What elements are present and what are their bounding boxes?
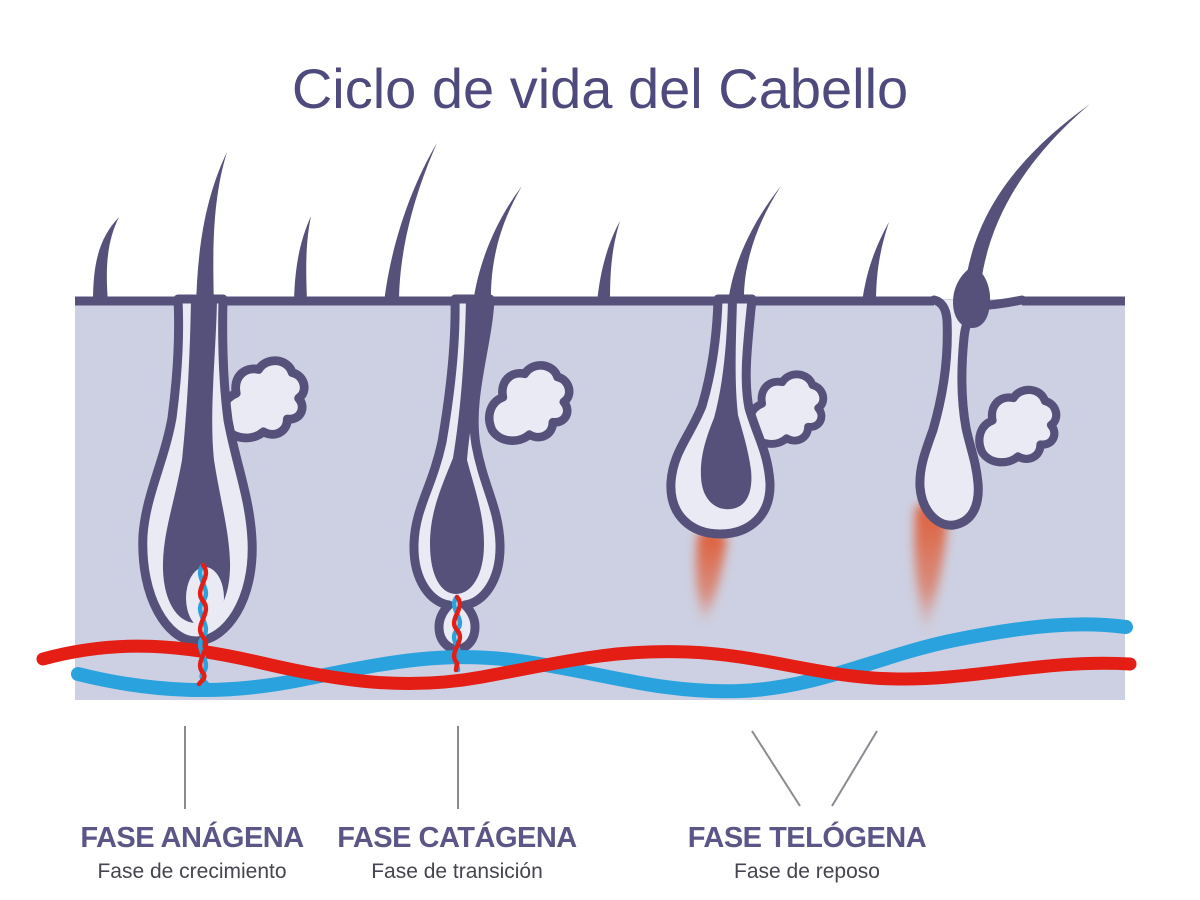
hair-strand bbox=[384, 143, 437, 303]
capillary-artery bbox=[451, 594, 463, 673]
phase-name: FASE CATÁGENA bbox=[337, 822, 577, 854]
phase-label-telogen: FASE TELÓGENA Fase de reposo bbox=[657, 822, 957, 884]
vein-path bbox=[71, 617, 1133, 699]
phase-description: Fase de crecimiento bbox=[97, 860, 287, 883]
phase-description: Fase de transición bbox=[371, 860, 543, 883]
hair-strand bbox=[196, 152, 227, 312]
regressing-papilla-glow bbox=[914, 502, 948, 634]
capillary-twists bbox=[196, 562, 463, 687]
hair-shaft-root bbox=[162, 299, 231, 623]
hair-strand bbox=[597, 221, 620, 303]
pointer-lines bbox=[184, 726, 878, 809]
stray-hairs bbox=[93, 143, 889, 303]
hair-shaft-root bbox=[430, 299, 487, 594]
hair-strand bbox=[728, 186, 781, 303]
empty-follicle-fill bbox=[919, 300, 1022, 526]
follicle-catagen bbox=[409, 186, 569, 654]
capillary-artery bbox=[196, 562, 209, 687]
club-hair-root bbox=[700, 299, 752, 510]
page-title: Ciclo de vida del Cabello bbox=[291, 56, 909, 120]
follicle-telogen bbox=[666, 186, 823, 626]
blood-vessels bbox=[36, 617, 1137, 699]
follicle-shedding bbox=[914, 104, 1090, 634]
phase-label-anagen: FASE ANÁGENA Fase de crecimiento bbox=[42, 822, 342, 884]
phase-label-catagen: FASE CATÁGENA Fase de transición bbox=[307, 822, 607, 884]
phase-name: FASE ANÁGENA bbox=[80, 822, 304, 854]
pointer-line-telogen-right bbox=[831, 730, 878, 807]
regressing-papilla-glow bbox=[696, 529, 727, 626]
hair-strand bbox=[473, 186, 522, 303]
club-hair-bulb bbox=[953, 266, 991, 328]
pointer-line-telogen-left bbox=[751, 730, 801, 807]
artery-path bbox=[36, 639, 1137, 691]
hair-strand bbox=[93, 217, 119, 303]
phase-name: FASE TELÓGENA bbox=[687, 822, 927, 854]
hair-strand bbox=[862, 222, 889, 303]
hair-strand bbox=[294, 216, 311, 301]
follicle-anagen bbox=[138, 152, 304, 646]
shed-hair-strand bbox=[964, 104, 1090, 292]
phase-description: Fase de reposo bbox=[734, 860, 880, 883]
